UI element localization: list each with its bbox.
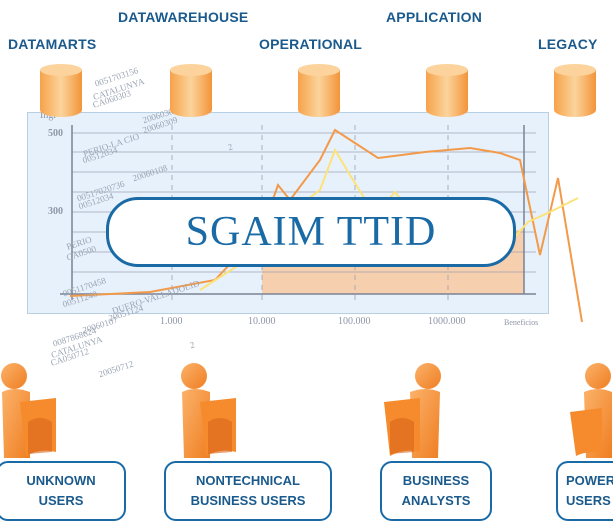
user-box-unknown: UNKNOWN USERS	[0, 461, 126, 521]
user-icon-unknown	[1, 363, 56, 458]
database-icon-application	[426, 64, 468, 117]
database-icon-datamarts	[40, 64, 82, 117]
label-operational: OPERATIONAL	[259, 36, 363, 52]
user-label-nontechnical: NONTECHNICAL BUSINESS USERS	[190, 473, 306, 508]
chart-x-tick: 10.000	[248, 316, 276, 327]
database-icon-operational	[298, 64, 340, 117]
chart-x-tick: Beneficios	[504, 318, 539, 327]
chart-y-tick: 500	[48, 128, 63, 139]
user-icon-power	[570, 363, 612, 458]
chart-x-tick: 1.000	[160, 316, 183, 327]
user-label-power: POWER USERS	[566, 473, 613, 508]
database-icon-legacy	[554, 64, 596, 117]
label-legacy: LEGACY	[538, 36, 598, 52]
chart-x-tick: 1000.000	[428, 316, 466, 327]
label-datawarehouse: DATAWAREHOUSE	[118, 9, 249, 25]
chart-x-tick: 100.000	[338, 316, 371, 327]
banner-title: SGAIM TTID	[185, 209, 437, 255]
label-application: APPLICATION	[386, 9, 483, 25]
user-box-power: POWER USERS	[556, 461, 613, 521]
user-icon-analysts	[384, 363, 441, 458]
chart-y-tick: 300	[48, 206, 63, 217]
user-box-analysts: BUSINESS ANALYSTS	[380, 461, 492, 521]
sgaim-banner: SGAIM TTID	[106, 197, 516, 267]
user-label-analysts: BUSINESS ANALYSTS	[401, 473, 471, 508]
database-icon-datawarehouse	[170, 64, 212, 117]
user-label-unknown: UNKNOWN USERS	[26, 473, 96, 508]
label-datamarts: DATAMARTS	[8, 36, 97, 52]
user-box-nontechnical: NONTECHNICAL BUSINESS USERS	[164, 461, 332, 521]
user-icon-nontechnical	[181, 363, 236, 458]
